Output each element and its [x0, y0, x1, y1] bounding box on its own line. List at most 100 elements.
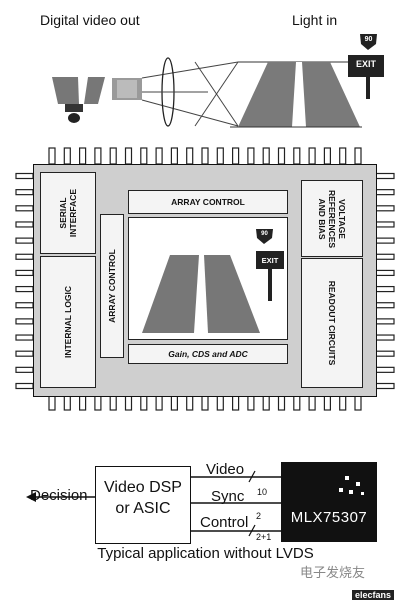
video-dsp-line1: Video DSP: [104, 479, 182, 496]
voltage-references-block: VOLTAGE REFERENCES AND BIAS: [301, 180, 363, 257]
bus-width-2-plus-1: 2+1: [256, 532, 272, 542]
chip-pin: [339, 147, 347, 165]
chip-pin: [247, 395, 255, 411]
voltage-references-label: VOLTAGE REFERENCES AND BIAS: [317, 189, 347, 248]
chip-pin: [170, 147, 178, 165]
array-exit-text: EXIT: [261, 256, 279, 265]
chip-pin: [277, 395, 286, 411]
chip-pin: [155, 395, 163, 411]
chip-pin: [232, 395, 240, 411]
array-road-image: [142, 229, 284, 333]
chip-pin: [216, 395, 224, 411]
chip-pin: [308, 395, 316, 411]
mlx-chip-dots: [339, 476, 364, 495]
chip-pin: [15, 189, 34, 196]
chip-pin: [323, 147, 331, 165]
chip-pin: [375, 350, 395, 357]
bus-width-10: 10: [257, 487, 268, 497]
chip-pin: [78, 147, 87, 165]
chip-pin: [109, 147, 117, 165]
chip-pin: [375, 302, 395, 309]
chip-pin: [15, 302, 34, 309]
chip-pin: [15, 237, 34, 244]
chip-pin: [216, 147, 224, 165]
chip-pin: [339, 395, 347, 411]
gain-cds-adc-label: Gain, CDS and ADC: [168, 349, 248, 359]
chip-pin: [375, 205, 395, 212]
chip-pin: [375, 366, 395, 373]
chip-pin: [262, 147, 270, 165]
chip-pin: [15, 205, 34, 212]
chip-pin: [375, 237, 395, 244]
chip-pin: [15, 269, 34, 277]
chip-pin: [15, 253, 34, 260]
chip-pin: [63, 395, 71, 411]
internal-logic-label: INTERNAL LOGIC: [63, 285, 73, 359]
chip-pin: [63, 147, 71, 165]
control-label: Control: [200, 514, 249, 531]
internal-logic-block: INTERNAL LOGIC: [40, 256, 96, 388]
serial-interface-block: SERIAL INTERFACE: [40, 172, 96, 254]
chip-pin: [15, 172, 34, 180]
video-dsp-box: [95, 466, 191, 544]
decision-label: Decision: [30, 487, 88, 504]
chip-pin: [124, 147, 133, 165]
watermark-sub: elecfans: [352, 590, 395, 600]
chip-pin: [293, 395, 301, 411]
chip-pin: [15, 382, 34, 390]
chip-pin: [375, 172, 395, 180]
chip-pin: [375, 189, 395, 196]
watermark-text: 电子发烧友: [300, 565, 366, 580]
chip-pin: [323, 395, 331, 411]
chip-pin: [201, 395, 209, 411]
array-control-top-label: ARRAY CONTROL: [171, 197, 245, 207]
chip-pin: [277, 147, 286, 165]
chip-pin: [262, 395, 270, 411]
optics-illustration: [52, 34, 384, 128]
sync-label: Sync: [211, 488, 245, 505]
chip-pin: [293, 147, 301, 165]
chip-pin: [375, 269, 395, 277]
chip-pin: [375, 253, 395, 260]
chip-pin: [232, 147, 240, 165]
chip-pin: [109, 395, 117, 411]
chip-pin: [375, 382, 395, 390]
application-caption: Typical application without LVDS: [97, 545, 314, 562]
chip-pin: [247, 147, 255, 165]
mlx-chip-name: MLX75307: [290, 509, 368, 526]
chip-pin: [15, 350, 34, 357]
chip-pin: [201, 147, 209, 165]
chip-pin: [48, 147, 56, 165]
array-control-top-block: ARRAY CONTROL: [128, 190, 288, 214]
chip-pin: [186, 147, 194, 165]
chip-pin: [186, 395, 194, 411]
bus-width-2: 2: [256, 511, 262, 521]
chip-pin: [375, 318, 395, 325]
array-control-side-label: ARRAY CONTROL: [107, 249, 117, 323]
light-in-label: Light in: [292, 12, 338, 28]
readout-circuits-block: READOUT CIRCUITS: [301, 258, 363, 388]
video-label: Video: [206, 461, 245, 478]
chip-pin: [170, 395, 178, 411]
top-exit-text: EXIT: [355, 59, 376, 69]
mlx-chip: [281, 462, 377, 542]
chip-pin: [354, 147, 362, 165]
digital-video-out-label: Digital video out: [40, 12, 140, 28]
chip-pin: [308, 147, 316, 165]
chip-pin: [375, 285, 395, 293]
chip-pin: [15, 334, 34, 341]
chip-pin: [140, 147, 148, 165]
chip-pin: [375, 221, 395, 228]
array-control-side-block: ARRAY CONTROL: [100, 214, 124, 358]
serial-interface-label: SERIAL INTERFACE: [58, 188, 78, 238]
readout-circuits-label: READOUT CIRCUITS: [327, 280, 337, 366]
chip-pin: [15, 221, 34, 228]
chip-pin: [48, 395, 56, 411]
gain-cds-adc-block: Gain, CDS and ADC: [128, 344, 288, 364]
chip-pin: [155, 147, 163, 165]
video-dsp-line2: or ASIC: [115, 500, 171, 517]
chip-pin: [94, 395, 102, 411]
chip-pin: [15, 366, 34, 373]
chip-pin: [78, 395, 87, 411]
chip-pin: [124, 395, 133, 411]
